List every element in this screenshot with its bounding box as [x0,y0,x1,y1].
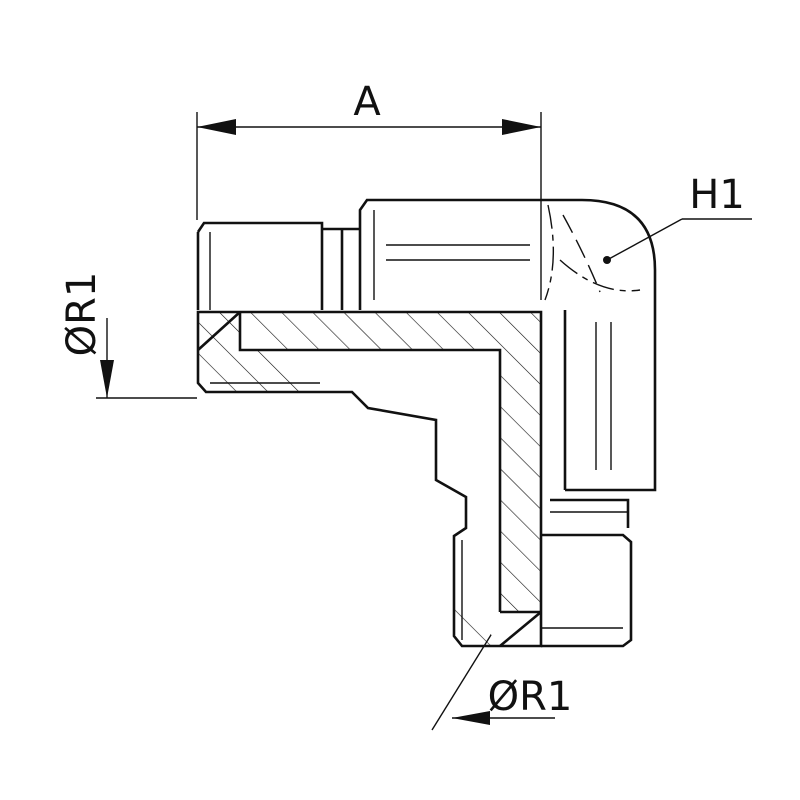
left-diameter-label: ØR1 [59,272,105,357]
h1-label: H1 [689,172,745,218]
dimension-a-label: A [353,79,381,125]
left-diameter-dimension [96,318,197,399]
left-thread-end [196,198,541,310]
h1-leader [603,218,752,264]
section-cut [196,310,543,648]
bottom-thread-end [541,498,633,648]
elbow-body [386,198,657,492]
bottom-diameter-label: ØR1 [488,674,573,720]
dimension-a [196,112,542,300]
